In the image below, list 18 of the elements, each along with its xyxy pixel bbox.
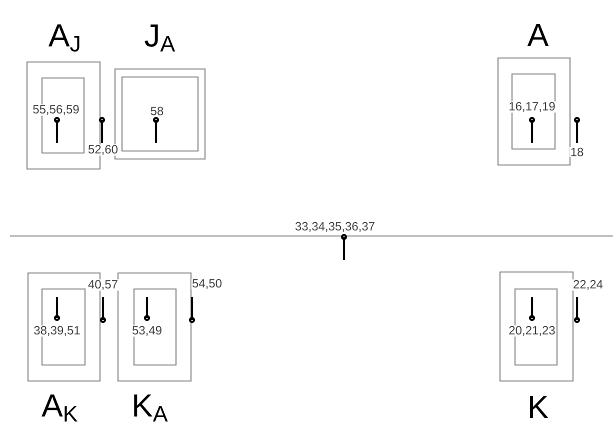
number-label: 38,39,51 — [32, 325, 82, 337]
number-label: 54,50 — [191, 278, 223, 290]
number-label: 33,34,35,36,37 — [294, 221, 376, 233]
number-label: 40,57 — [87, 279, 119, 291]
room-title: A — [527, 24, 549, 46]
number-label: 22,24 — [572, 279, 604, 291]
room-title: A$_{K}$ — [42, 394, 78, 422]
room-title: K — [530, 396, 548, 418]
number-label: 55,56,59 — [32, 104, 80, 116]
number-label: 18 — [570, 147, 584, 157]
number-label: 20,21,23 — [508, 325, 556, 337]
number-label: 52,60 — [87, 144, 119, 156]
number-label: 16,17,19 — [508, 101, 556, 113]
room-title: J$_{A}$ — [144, 24, 176, 52]
number-label: 58 — [150, 106, 164, 116]
number-label: 53,49 — [131, 325, 163, 337]
room-title: K$_{A}$ — [134, 394, 168, 422]
room-title: A$_{J}$ — [48, 24, 80, 52]
